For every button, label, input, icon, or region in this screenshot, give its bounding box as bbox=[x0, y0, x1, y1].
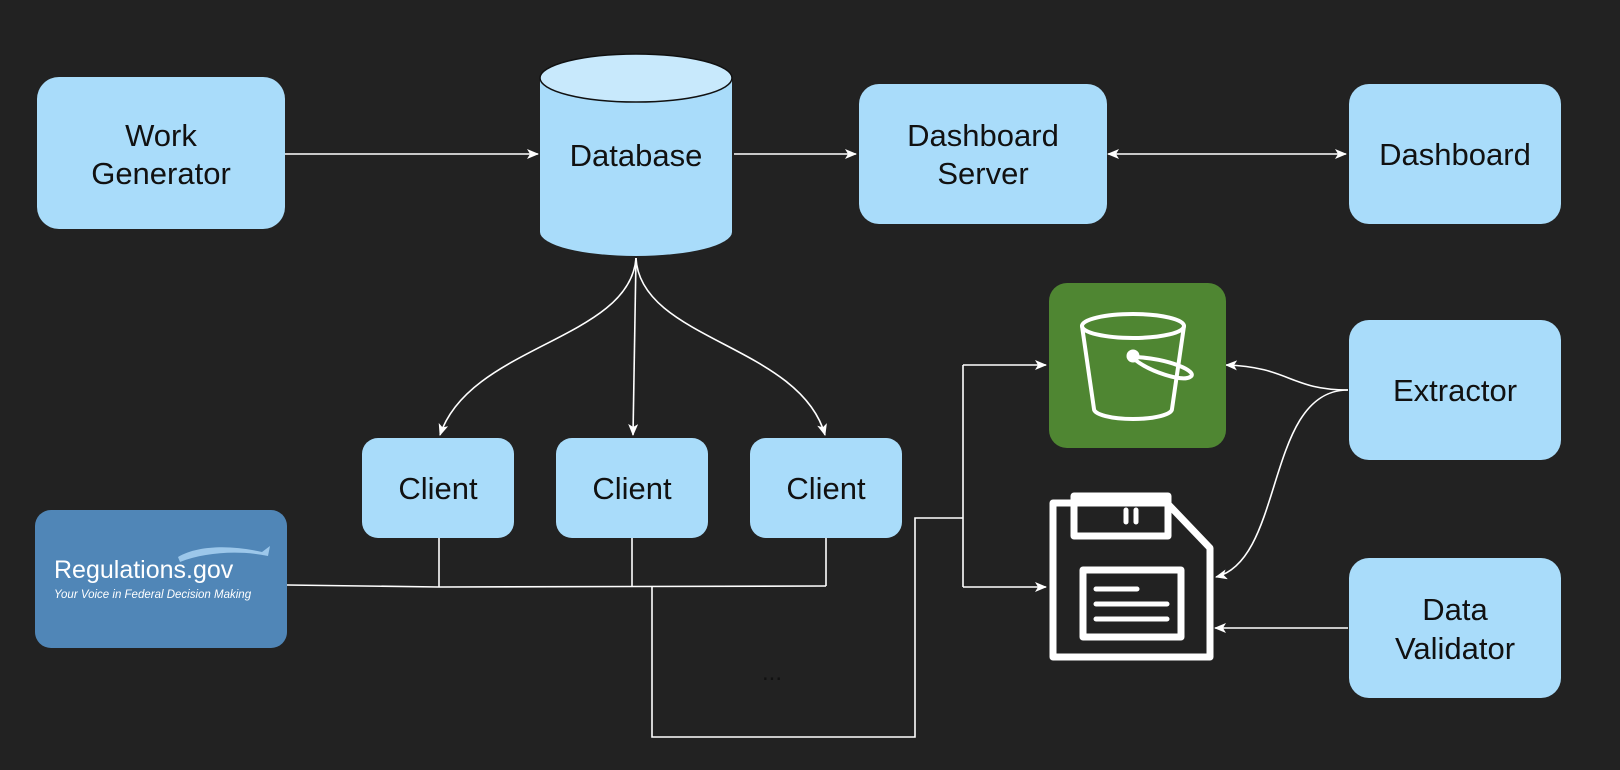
regulations-title: Regulations.gov bbox=[54, 556, 234, 584]
client-node: Client bbox=[556, 438, 708, 538]
dashboard-server-label-line-2: Server bbox=[937, 156, 1028, 191]
data-validator-label-line-1: Data bbox=[1422, 592, 1488, 627]
database-label: Database bbox=[570, 138, 703, 173]
arrow-database-to-client-3 bbox=[635, 257, 827, 436]
arrow-database-to-client-1 bbox=[438, 257, 637, 436]
client-label: Client bbox=[398, 471, 478, 506]
work-generator-label-line-1: Work bbox=[125, 118, 197, 153]
s3-bucket-node bbox=[1049, 283, 1226, 448]
client-label: Client bbox=[592, 471, 672, 506]
floppy-disk-icon bbox=[1049, 492, 1214, 661]
dashboard-server-label-line-1: Dashboard bbox=[907, 118, 1059, 153]
dashboard-server-node: Dashboard Server bbox=[859, 84, 1107, 224]
database-node: Database bbox=[539, 53, 733, 256]
connectors bbox=[285, 149, 1349, 738]
work-generator-label-line-2: Generator bbox=[91, 156, 231, 191]
arrow-extractor-to-bucket bbox=[1225, 360, 1349, 391]
s3-bucket-icon bbox=[1080, 312, 1194, 421]
arrow-extractor-to-storage bbox=[1215, 389, 1349, 580]
client-node: Client bbox=[362, 438, 514, 538]
regulations-gov-logo: Regulations.gov Your Voice in Federal De… bbox=[35, 510, 287, 648]
ellipsis-label: ... bbox=[762, 659, 782, 686]
extractor-node: Extractor bbox=[1349, 320, 1561, 460]
arrow-database-to-client-2 bbox=[628, 257, 639, 436]
regulations-tagline: Your Voice in Federal Decision Making bbox=[54, 589, 252, 601]
work-generator-node: Work Generator bbox=[37, 77, 285, 229]
data-validator-label-line-2: Validator bbox=[1395, 631, 1515, 666]
client-node: Client bbox=[750, 438, 902, 538]
line-regulations-to-clients bbox=[286, 584, 827, 588]
extractor-label: Extractor bbox=[1393, 373, 1517, 408]
client-label: Client bbox=[786, 471, 866, 506]
dashboard-label: Dashboard bbox=[1379, 137, 1531, 172]
dashboard-node: Dashboard bbox=[1349, 84, 1561, 224]
data-validator-node: Data Validator bbox=[1349, 558, 1561, 698]
line-clients-to-storage-bus bbox=[651, 517, 963, 738]
regulations-flag-swoosh bbox=[178, 546, 270, 562]
